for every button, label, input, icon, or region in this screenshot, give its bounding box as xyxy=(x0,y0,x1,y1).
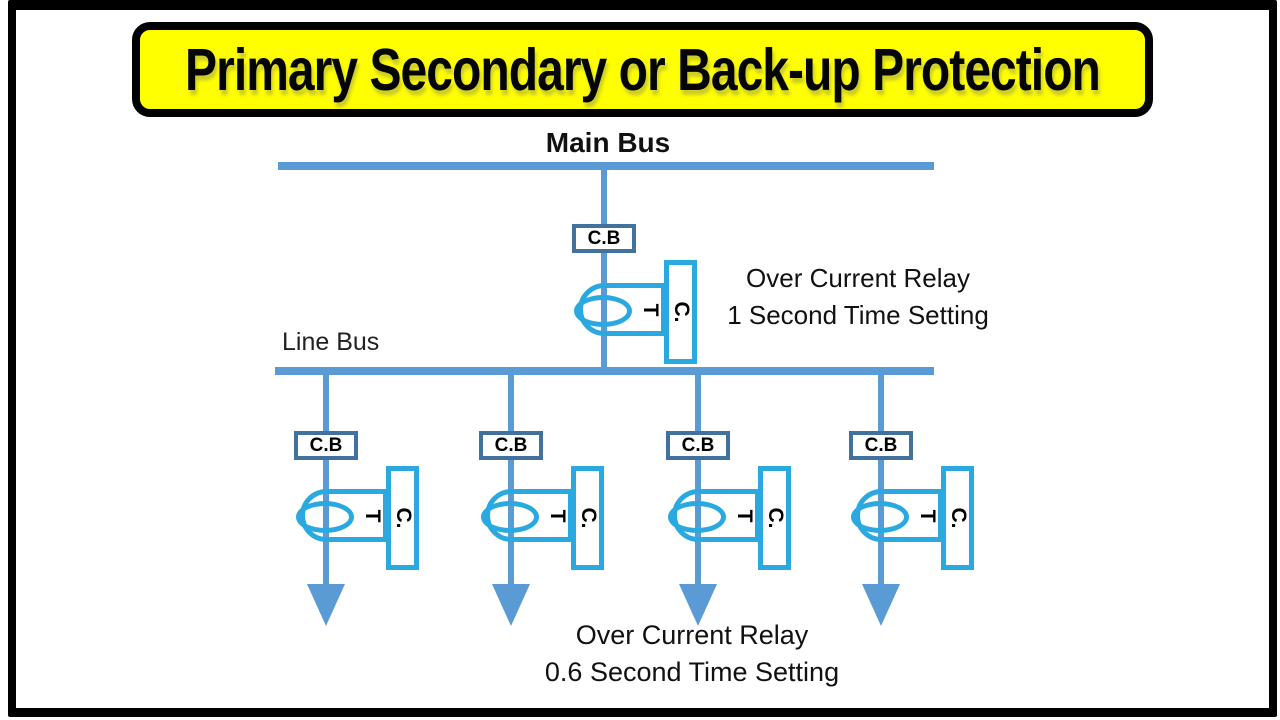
circuit-breaker-box: C.B xyxy=(479,431,543,460)
ct-label-t: T xyxy=(361,509,384,523)
ct-label-c: C. xyxy=(670,301,693,323)
title-banner: Primary Secondary or Back-up Protection xyxy=(132,22,1153,117)
ct-label-t: T xyxy=(639,303,662,317)
line-bus-label: Line Bus xyxy=(282,328,380,356)
top-relay-annotation: Over Current Relay 1 Second Time Setting xyxy=(700,260,1016,334)
feeder-line xyxy=(878,370,884,588)
annotation-line: Over Current Relay xyxy=(746,263,970,293)
ct-label-t: T xyxy=(546,509,569,523)
down-arrow-icon xyxy=(307,584,345,626)
down-arrow-icon xyxy=(679,584,717,626)
bottom-relay-annotation: Over Current Relay 0.6 Second Time Setti… xyxy=(530,617,854,691)
relay-box xyxy=(571,466,604,570)
ct-coil-ellipse xyxy=(296,501,354,533)
page-title: Primary Secondary or Back-up Protection xyxy=(185,36,1101,103)
ct-label-t: T xyxy=(733,509,756,523)
circuit-breaker-box: C.B xyxy=(294,431,358,460)
ct-coil-ellipse xyxy=(481,501,539,533)
feeder-line xyxy=(695,370,701,588)
relay-box xyxy=(386,466,419,570)
relay-box xyxy=(941,466,974,570)
circuit-breaker-box: C.B xyxy=(849,431,913,460)
ct-coil-ellipse xyxy=(851,501,909,533)
line-bus-line xyxy=(275,367,934,375)
ct-label-c: C. xyxy=(764,507,787,529)
main-bus-line xyxy=(278,162,934,170)
circuit-breaker-box: C.B xyxy=(666,431,730,460)
ct-label-c: C. xyxy=(392,507,415,529)
down-arrow-icon xyxy=(492,584,530,626)
relay-box xyxy=(758,466,791,570)
feeder-line xyxy=(601,168,607,368)
feeder-line xyxy=(323,370,329,588)
annotation-line: 1 Second Time Setting xyxy=(727,300,989,330)
ct-label-c: C. xyxy=(577,507,600,529)
ct-label-t: T xyxy=(916,509,939,523)
main-bus-label: Main Bus xyxy=(545,127,671,158)
ct-coil-ellipse xyxy=(574,295,632,327)
circuit-breaker-box: C.B xyxy=(572,224,636,253)
ct-label-c: C. xyxy=(947,507,970,529)
relay-box xyxy=(664,260,697,364)
ct-coil-ellipse xyxy=(668,501,726,533)
feeder-line xyxy=(508,370,514,588)
annotation-line: 0.6 Second Time Setting xyxy=(544,657,840,687)
down-arrow-icon xyxy=(862,584,900,626)
